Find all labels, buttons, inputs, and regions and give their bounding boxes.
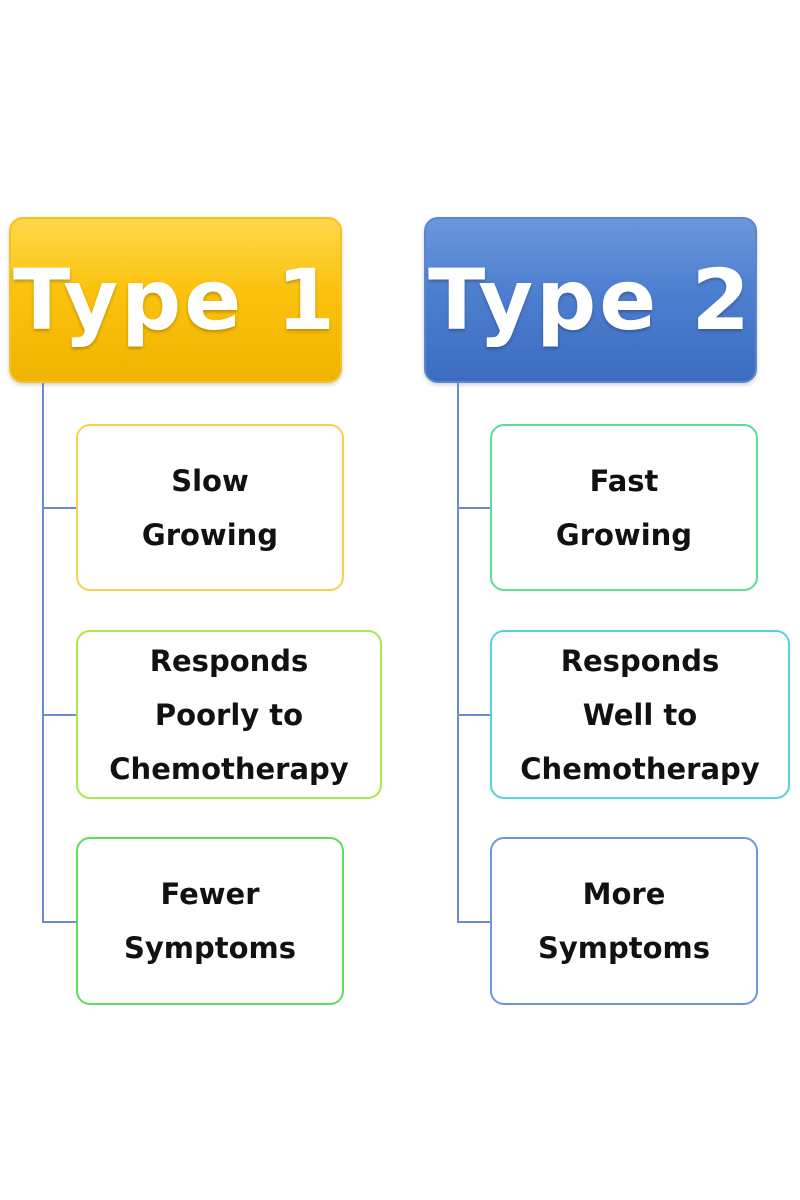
item-line: Fast [589,463,659,498]
type-2-item-responds-well: Responds Well to Chemotherapy [490,630,790,799]
item-line: Slow [171,463,249,498]
type-1-item-responds-poorly: Responds Poorly to Chemotherapy [76,630,382,799]
item-line: Growing [555,517,693,552]
type-1-branch-line-1 [42,507,76,509]
type-1-item-slow-growing: Slow Growing [76,424,344,591]
type-2-item-more-symptoms: More Symptoms [490,837,758,1005]
type-1-branch-line-2 [42,714,76,716]
item-line: Responds [149,643,309,678]
item-line: Fewer [160,877,260,911]
type-1-trunk-line [42,383,44,923]
item-line: More [582,877,666,911]
type-1-item-fewer-symptoms: Fewer Symptoms [76,837,344,1005]
item-line: Symptoms [123,931,297,965]
item-line: Chemotherapy [109,751,349,786]
item-line: Chemotherapy [520,751,760,786]
item-line: Symptoms [537,931,711,965]
item-line: Growing [141,517,279,552]
item-line: Responds [560,643,720,678]
type-2-branch-line-2 [457,714,490,716]
item-line: Well to [582,697,698,732]
type-1-branch-line-3 [42,921,76,923]
type-2-branch-line-3 [457,921,490,923]
type-2-trunk-line [457,383,459,923]
item-line: Poorly to [154,697,304,732]
type-2-branch-line-1 [457,507,490,509]
type-2-header: Type 2 [424,217,757,383]
type-2-item-fast-growing: Fast Growing [490,424,758,591]
type-1-header: Type 1 [9,217,342,383]
